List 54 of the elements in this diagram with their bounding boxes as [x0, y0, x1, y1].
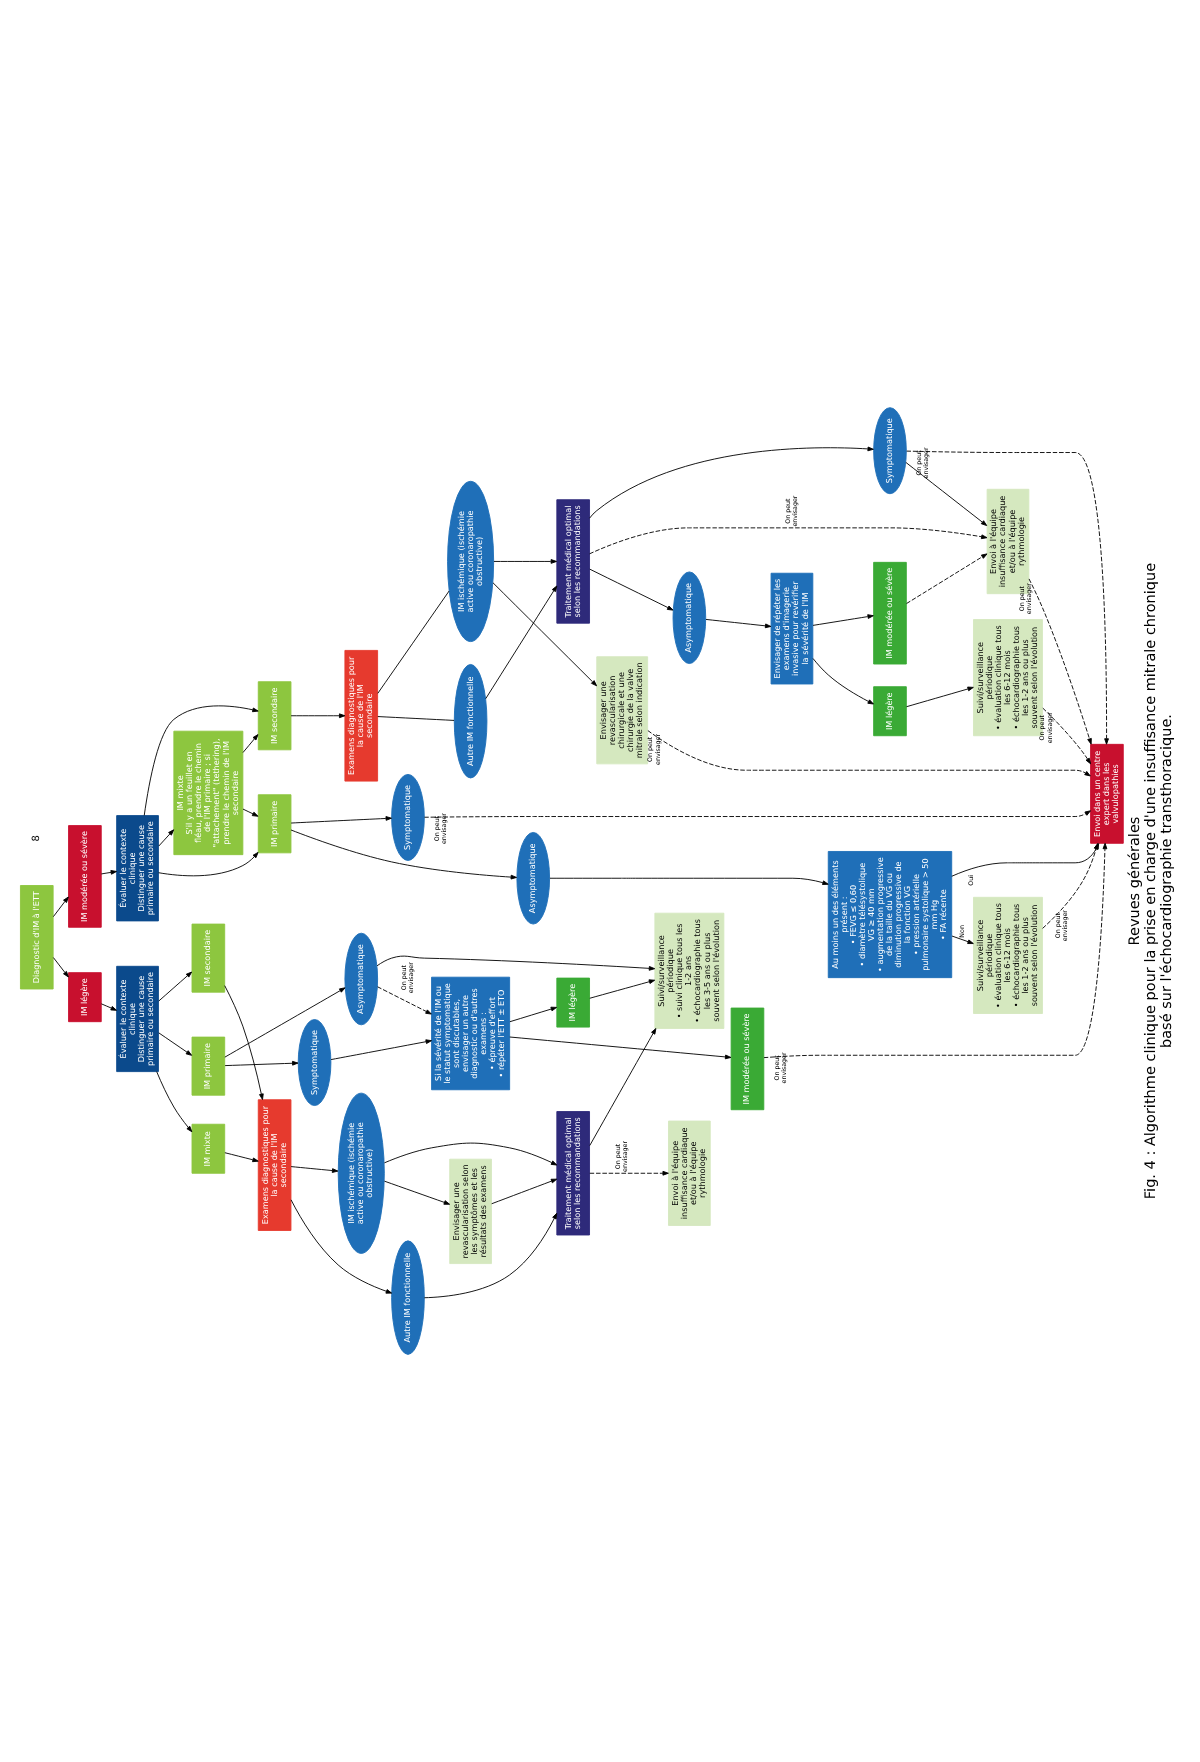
arrow — [290, 816, 392, 824]
arrow — [509, 1006, 558, 1023]
arrow — [589, 1028, 657, 1146]
arrow — [224, 987, 346, 1058]
arrow — [383, 1142, 558, 1166]
arrow — [377, 986, 432, 1015]
arrow — [1028, 578, 1092, 745]
arrow — [589, 568, 674, 611]
arrow — [158, 1032, 193, 1056]
arrow — [330, 1039, 432, 1061]
arrow — [589, 446, 874, 519]
arrow — [290, 713, 346, 719]
arrow — [485, 585, 558, 700]
arrow — [52, 957, 69, 978]
arrow — [647, 730, 1091, 777]
arrow — [158, 971, 193, 1002]
arrow — [493, 559, 557, 564]
arrow — [549, 877, 829, 885]
arrow — [492, 582, 598, 687]
arrow — [951, 935, 974, 944]
arrow — [100, 870, 117, 875]
arrow — [242, 808, 259, 817]
arrow — [491, 1178, 558, 1205]
arrow — [156, 1071, 193, 1133]
arrow — [812, 658, 874, 705]
arrow — [224, 1152, 259, 1163]
arrow — [52, 896, 69, 918]
arrow — [242, 734, 259, 753]
arrow — [290, 1166, 339, 1173]
arrow — [158, 851, 259, 877]
arrow — [423, 1212, 558, 1299]
arrow — [906, 450, 1109, 745]
arrow — [1042, 707, 1092, 765]
arrow — [224, 1060, 299, 1067]
arrow — [100, 1003, 117, 1011]
connector — [377, 590, 450, 694]
arrow — [906, 553, 988, 604]
arrow — [290, 1199, 393, 1294]
arrow — [589, 527, 988, 555]
arrow — [509, 1036, 732, 1060]
arrow — [158, 829, 175, 847]
arrow — [589, 1170, 669, 1176]
arrow — [290, 829, 517, 880]
arrow — [384, 1180, 451, 1205]
arrow — [905, 461, 988, 526]
arrow — [906, 686, 974, 708]
arrow — [705, 618, 772, 629]
arrow — [589, 979, 656, 999]
arrow — [812, 614, 874, 626]
arrow — [376, 955, 656, 971]
arrow — [424, 810, 1091, 818]
arrow — [143, 705, 259, 816]
arrow — [224, 985, 264, 1100]
connector — [377, 716, 455, 721]
